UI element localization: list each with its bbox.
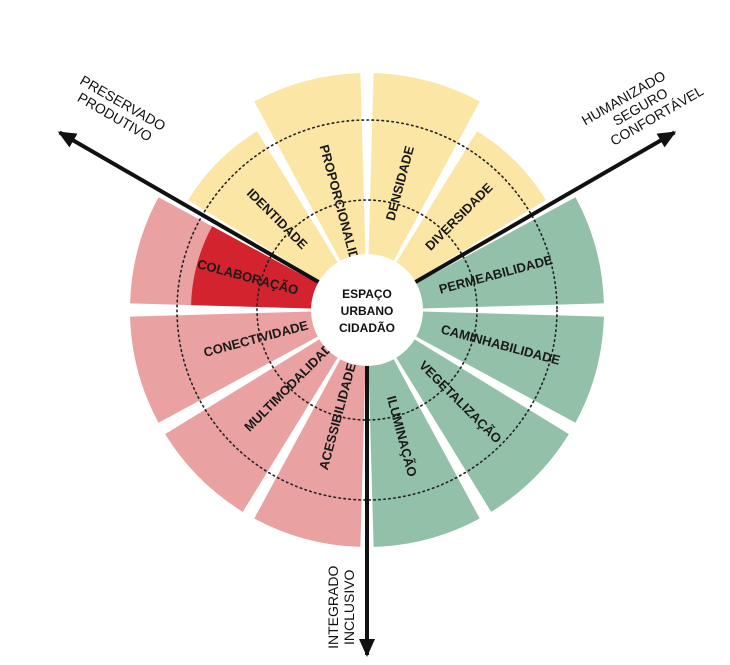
axis-caption: PRESERVADOPRODUTIVO xyxy=(69,72,168,148)
segment-wedge xyxy=(410,311,604,423)
segment-wedge xyxy=(368,353,480,547)
axis-caption-line: INTEGRADO xyxy=(325,566,341,649)
segments-layer xyxy=(130,73,604,547)
segment-wedge xyxy=(393,336,569,512)
segment xyxy=(254,73,366,267)
segment-wedge xyxy=(410,197,604,309)
segment xyxy=(254,353,366,547)
segment-wedge xyxy=(165,336,341,512)
segment xyxy=(368,353,480,547)
segment xyxy=(188,131,341,284)
center-circle xyxy=(311,254,423,366)
dotted-ring xyxy=(256,199,478,421)
axis: INTEGRADOINCLUSIVO xyxy=(325,360,375,657)
segment xyxy=(393,131,546,284)
segment xyxy=(368,73,480,267)
axis-arrowhead xyxy=(57,131,78,148)
axis-line xyxy=(409,130,676,287)
segment-wedge xyxy=(130,311,324,423)
axis-arrowhead xyxy=(359,639,375,657)
segment xyxy=(130,197,324,309)
dotted-rings xyxy=(176,119,558,501)
segment xyxy=(130,311,324,423)
segment xyxy=(410,311,604,423)
segment xyxy=(393,336,569,512)
segment-wedge xyxy=(393,131,546,284)
segment-wedge xyxy=(188,131,341,284)
center-label-line: CIDADÃO xyxy=(339,320,395,335)
center-label-line: URBANO xyxy=(341,304,394,318)
center-label: ESPAÇO URBANO CIDADÃO xyxy=(339,287,395,335)
axis-caption: INTEGRADOINCLUSIVO xyxy=(325,566,357,649)
segment xyxy=(410,197,604,309)
segment-wedge xyxy=(254,73,366,267)
center-circle-group: ESPAÇO URBANO CIDADÃO xyxy=(311,254,423,366)
segment-highlight xyxy=(191,226,324,309)
axis-arrowhead xyxy=(656,131,677,148)
segment xyxy=(165,336,341,512)
segment-wedge xyxy=(254,353,366,547)
segment-wedge xyxy=(368,73,480,267)
center-label-line: ESPAÇO xyxy=(342,287,392,301)
axis-caption-line: INCLUSIVO xyxy=(341,569,357,645)
axis-line xyxy=(58,130,325,287)
dotted-ring xyxy=(176,119,558,501)
axis-caption: HUMANIZADOSEGUROCONFORTÁVEL xyxy=(579,55,707,156)
